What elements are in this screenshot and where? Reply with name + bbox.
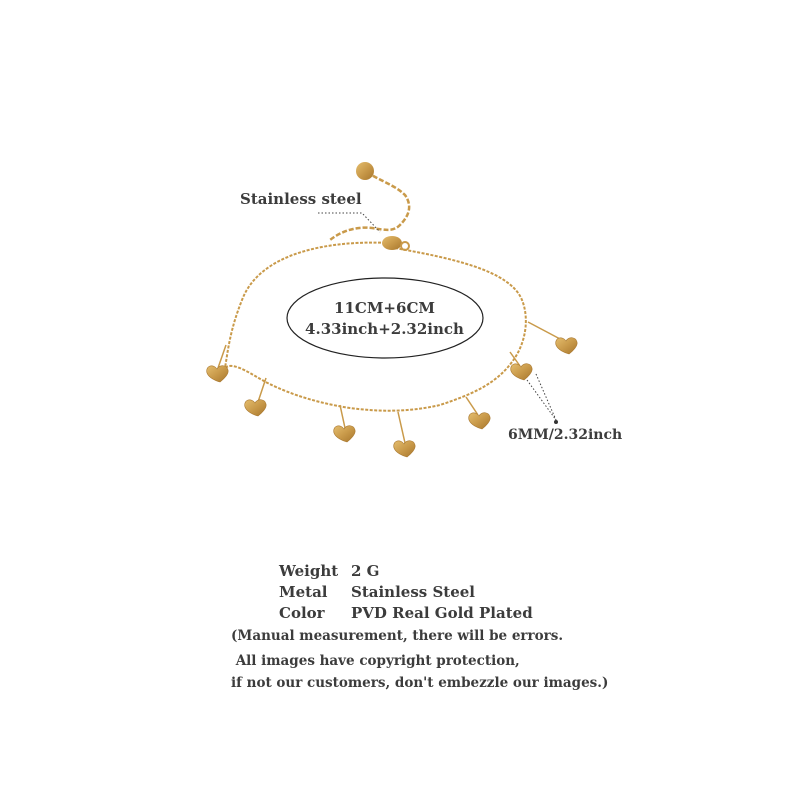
- disclaimer-line-1: (Manual measurement, there will be error…: [231, 628, 564, 644]
- length-imperial: 4.33inch+2.32inch: [305, 320, 464, 338]
- heart-charm: [393, 440, 416, 458]
- heart-charm: [510, 363, 533, 381]
- spec-value: 2 G: [351, 561, 380, 580]
- bracelet-chain: [224, 241, 527, 412]
- extender-chain: [329, 170, 411, 241]
- disclaimer-line-2: All images have copyright protection,: [231, 653, 520, 669]
- heart-charms: [206, 321, 578, 458]
- lobster-clasp: [382, 236, 402, 250]
- spec-key: Color: [279, 603, 325, 622]
- spec-row-metal: Metal Stainless Steel: [279, 581, 533, 602]
- length-ellipse: [286, 277, 484, 359]
- extender-end-disc: [356, 162, 374, 180]
- spec-table: Weight 2 G Metal Stainless Steel Color P…: [279, 560, 533, 623]
- heart-charm: [244, 399, 267, 417]
- material-pointer: [318, 212, 381, 233]
- heart-charm: [206, 365, 229, 383]
- spec-row-weight: Weight 2 G: [279, 560, 533, 581]
- material-label: Stainless steel: [240, 190, 362, 208]
- heart-charm: [555, 337, 578, 355]
- length-measurement: 11CM+6CM 4.33inch+2.32inch: [287, 298, 482, 340]
- length-metric: 11CM+6CM: [334, 299, 435, 317]
- disclaimer-line-3: if not our customers, don't embezzle our…: [231, 675, 609, 691]
- heart-charm: [333, 425, 356, 443]
- spec-key: Weight: [279, 561, 339, 580]
- charm-size-pointer: [526, 379, 557, 421]
- spec-key: Metal: [279, 582, 328, 601]
- charm-size-label: 6MM/2.32inch: [508, 427, 623, 443]
- spec-row-color: Color PVD Real Gold Plated: [279, 602, 533, 623]
- spec-value: Stainless Steel: [351, 582, 475, 601]
- spec-value: PVD Real Gold Plated: [351, 603, 533, 622]
- heart-charm: [468, 412, 491, 430]
